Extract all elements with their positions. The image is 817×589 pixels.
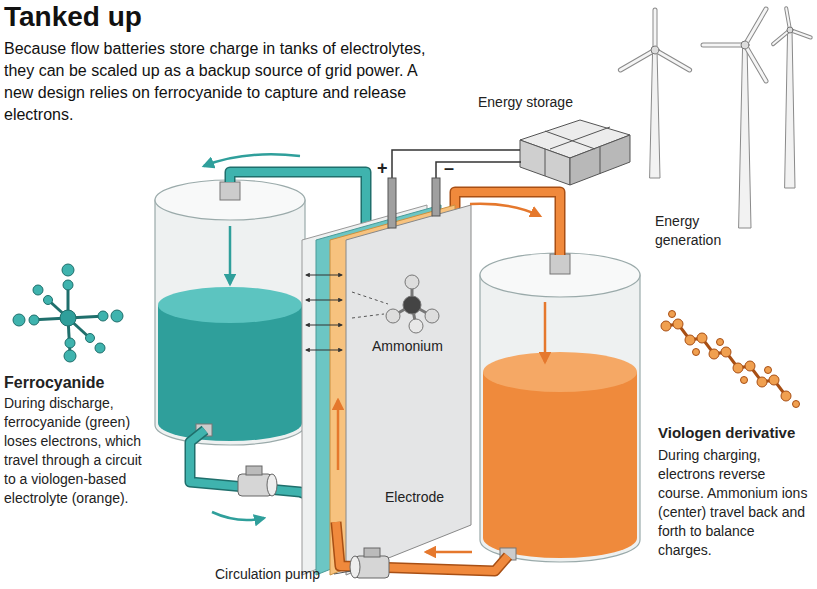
circulation-pumps: [238, 466, 389, 578]
flow-arrows: [204, 154, 540, 552]
component-label: Circulation pump: [215, 565, 320, 584]
component-label: Energy generation: [655, 212, 735, 250]
ferrocyanide-tank: [155, 180, 305, 445]
ammonium-molecule: [386, 275, 439, 333]
molecule-heading: Ferrocyanide: [4, 372, 104, 394]
figure-caption: Because flow batteries store charge in t…: [4, 38, 429, 126]
component-label: Ammonium: [372, 337, 443, 356]
figure-title: Tanked up: [4, 0, 142, 34]
wind-turbines: [620, 8, 810, 228]
terminal-sign: –: [444, 156, 454, 180]
molecule-description: During charging, electrons reverse cours…: [658, 446, 812, 560]
ferrocyanide-molecule: [13, 264, 123, 362]
leader-line: [334, 571, 351, 574]
component-label: Energy storage: [478, 93, 573, 112]
molecule-heading: Viologen derivative: [658, 423, 795, 443]
viologen-molecule: [661, 311, 800, 408]
terminal-sign: +: [377, 156, 388, 180]
storage-units: [520, 120, 630, 185]
cell-stack: [302, 178, 471, 575]
molecule-description: During discharge, ferrocyanide (green) l…: [4, 394, 151, 508]
viologen-tank: [480, 253, 640, 562]
component-label: Electrode: [385, 488, 444, 507]
circuit-wires: [392, 150, 521, 182]
